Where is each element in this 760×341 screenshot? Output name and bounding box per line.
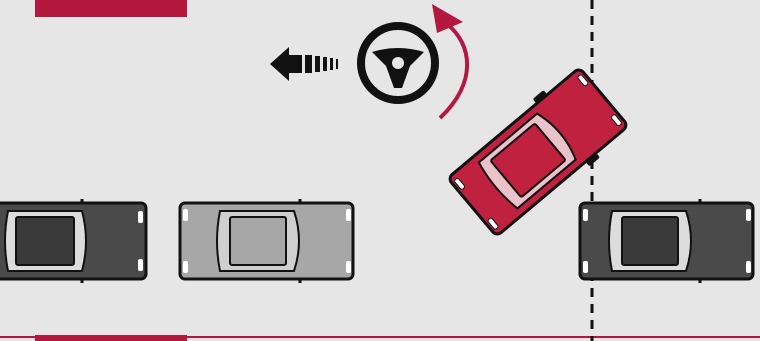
parked-car-dark-left	[0, 199, 146, 283]
parked-car-dark-right	[580, 199, 753, 283]
arrow-left-icon	[270, 47, 338, 81]
parked-car-light	[180, 199, 353, 283]
title-marker	[35, 0, 187, 17]
bottom-tab	[35, 335, 187, 341]
steering-wheel-icon	[361, 26, 435, 100]
